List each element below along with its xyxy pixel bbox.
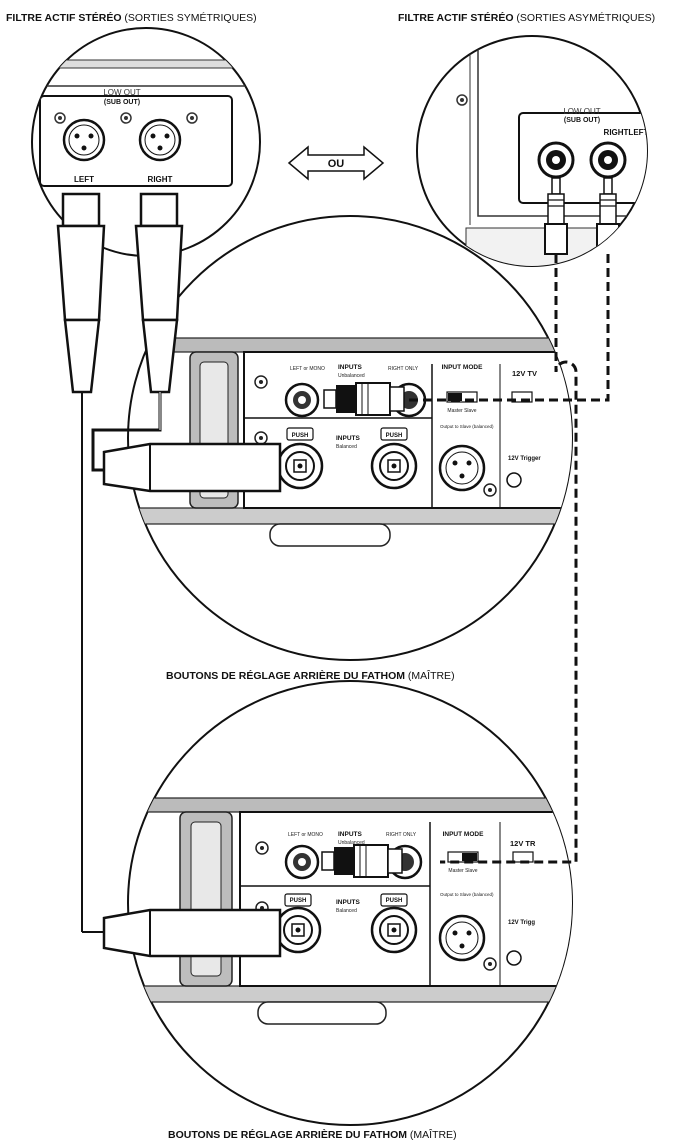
s-push-right-label: PUSH [386, 898, 403, 904]
xlr-right-output-icon [138, 118, 182, 162]
m-inputs-balanced-label: INPUTS [336, 435, 361, 442]
s-output-slave-label: Output to Slave (balanced) [440, 892, 494, 897]
s-input-mode-label: INPUT MODE [443, 831, 484, 838]
or-double-arrow-icon: OU [287, 145, 385, 181]
s-left-mono-label: LEFT or MONO [288, 832, 323, 838]
m-trigger-bottom-label: 12V Trigger [508, 456, 541, 462]
xlr-cable-right-icon [91, 192, 184, 472]
balanced-left-label: LEFT [74, 175, 94, 184]
unbalanced-low-out-label: LOW OUT [563, 107, 600, 116]
s-inputs-label: INPUTS [338, 831, 363, 838]
rca-plug-inserted-icon [323, 382, 405, 416]
or-label: OU [328, 158, 345, 170]
rca-input-left-icon [284, 382, 320, 418]
s-balanced-label: Balanced [336, 908, 357, 914]
title-master: BOUTONS DE RÉGLAGE ARRIÈRE DU FATHOM (MA… [166, 670, 455, 682]
m-inputs-label: INPUTS [338, 364, 363, 371]
m-master-slave-label: Master Slave [447, 408, 476, 414]
title-unbalanced-bold: FILTRE ACTIF STÉRÉO [398, 12, 514, 24]
xlr-cable-left-icon [56, 192, 106, 933]
s-right-only-label: RIGHT ONLY [386, 832, 417, 838]
unbalanced-output-zoom: LOW OUT (SUB OUT) RIGHTLEFT [416, 35, 649, 267]
s-input-mode-switch-icon [447, 851, 479, 863]
input-mode-switch-icon [446, 391, 478, 403]
title-slave-rest: (MAÎTRE) [406, 1129, 457, 1141]
balanced-sub-out-label: (SUB OUT) [104, 99, 140, 106]
unbalanced-sub-out-label: (SUB OUT) [564, 117, 600, 124]
xlr-output-to-slave-icon [438, 444, 486, 492]
title-balanced-bold: FILTRE ACTIF STÉRÉO [6, 12, 122, 24]
xlr-plug-master-icon [102, 442, 282, 493]
s-rca-plug-inserted-icon [321, 844, 403, 878]
balanced-low-out-label: LOW OUT [103, 88, 140, 97]
balanced-right-label: RIGHT [148, 175, 173, 184]
title-balanced: FILTRE ACTIF STÉRÉO (SORTIES SYMÉTRIQUES… [6, 12, 257, 24]
s-unbalanced-label: Unbalanced [338, 840, 365, 846]
m-left-mono-label: LEFT or MONO [290, 366, 325, 372]
m-unbalanced-label: Unbalanced [338, 373, 365, 379]
rca-left-output-icon [589, 141, 627, 179]
title-unbalanced-rest: (SORTIES ASYMÉTRIQUES) [513, 12, 656, 24]
fathom-slave-zoom: LEFT or MONO INPUTS Unbalanced RIGHT ONL… [127, 680, 573, 1126]
s-rca-input-left-icon [284, 844, 320, 880]
title-unbalanced: FILTRE ACTIF STÉRÉO (SORTIES ASYMÉTRIQUE… [398, 12, 655, 24]
s-push-left-label: PUSH [290, 898, 307, 904]
title-slave-bold: BOUTONS DE RÉGLAGE ARRIÈRE DU FATHOM [168, 1129, 407, 1141]
fathom-master-zoom: LEFT or MONO INPUTS Unbalanced RIGHT ONL… [127, 215, 573, 661]
s-trigger-bottom-label: 12V Trigg [508, 920, 535, 926]
m-balanced-label: Balanced [336, 444, 357, 450]
unbalanced-right-left-label: RIGHTLEFT [604, 128, 649, 137]
s-inputs-balanced-label: INPUTS [336, 899, 361, 906]
xlr-left-output-icon [62, 118, 106, 162]
m-right-only-label: RIGHT ONLY [388, 366, 419, 372]
title-slave: BOUTONS DE RÉGLAGE ARRIÈRE DU FATHOM (MA… [168, 1129, 457, 1141]
m-push-left-label: PUSH [292, 433, 309, 439]
rca-dashed-cables [404, 254, 610, 864]
m-input-mode-label: INPUT MODE [442, 364, 483, 371]
combo-input-right-icon [370, 427, 418, 490]
title-master-bold: BOUTONS DE RÉGLAGE ARRIÈRE DU FATHOM [166, 670, 405, 682]
m-push-right-label: PUSH [386, 433, 403, 439]
s-combo-input-left-icon [274, 893, 322, 954]
m-output-slave-label: Output to Slave (balanced) [440, 424, 494, 429]
s-trigger-top-label: 12V TR [510, 839, 536, 848]
title-balanced-rest: (SORTIES SYMÉTRIQUES) [121, 12, 257, 24]
s-master-slave-label: Master Slave [448, 868, 477, 874]
title-master-rest: (MAÎTRE) [404, 670, 455, 682]
s-combo-input-right-icon [370, 893, 418, 954]
s-xlr-output-to-slave-icon [438, 914, 486, 962]
xlr-plug-slave-icon [102, 908, 282, 958]
rca-plug-right-icon [544, 177, 568, 255]
rca-right-output-icon [537, 141, 575, 179]
m-trigger-top-label: 12V TV [512, 369, 537, 378]
